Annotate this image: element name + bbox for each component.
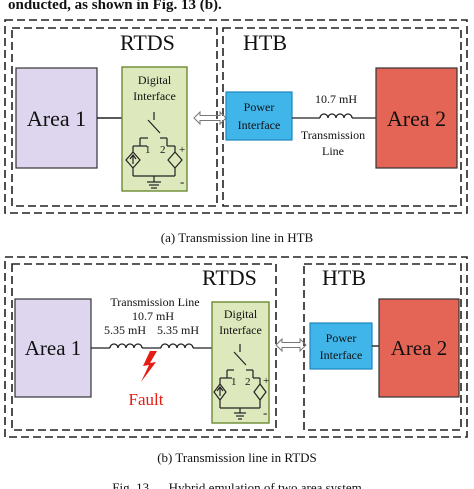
panel-b-plus-sign: + <box>263 375 269 387</box>
panel-a-power-interface-block <box>225 91 293 141</box>
panel-b-power-label-1: Power <box>326 331 357 345</box>
panel-a-power-label-1: Power <box>244 100 275 114</box>
panel-a-switch-circuit <box>125 112 183 189</box>
panel-a-digital-label-1: Digital <box>138 73 172 87</box>
panel-a-area2-block <box>375 67 458 169</box>
panel-a-interface-arrow-icon <box>193 110 227 126</box>
panel-b-caption: (b) Transmission line in RTDS <box>157 450 317 465</box>
panel-b-interface-arrow-icon <box>275 337 307 353</box>
panel-a-line-label-2: Line <box>322 144 344 158</box>
panel-a-htb-label: HTB <box>243 30 287 55</box>
panel-b-minus-sign: - <box>263 405 267 420</box>
panel-b-fault-label: Fault <box>129 390 164 409</box>
panel-b-rtds-box <box>11 263 277 431</box>
panel-a-line-label-1: Transmission <box>301 128 365 142</box>
panel-b-switch-pos-1: 1 <box>231 376 237 388</box>
panel-b-inductance-left: 5.35 mH <box>104 323 146 337</box>
panel-b-switch-pos-2: 2 <box>245 376 251 388</box>
panel-a-plus-sign: + <box>179 144 185 156</box>
panel-a-switch-pos-2: 2 <box>160 144 166 156</box>
panel-a-outer-frame <box>4 19 468 214</box>
panel-b-power-label-2: Interface <box>320 348 363 362</box>
figure-caption: Fig. 13. Hybrid emulation of two area sy… <box>112 480 362 489</box>
panel-b-rtds-label: RTDS <box>202 265 257 290</box>
panel-a-inductor-icon <box>292 113 376 119</box>
panel-b-digital-label-1: Digital <box>224 307 258 321</box>
panel-b-digital-label-2: Interface <box>219 323 262 337</box>
panel-b-fault-lightning-icon <box>141 351 157 382</box>
panel-a: RTDS HTB Area 1 Digital Interface <box>4 19 468 245</box>
panel-b-area2-label: Area 2 <box>391 336 448 360</box>
panel-b-inductors-icon <box>91 343 212 349</box>
panel-a-area2-label: Area 2 <box>387 106 446 131</box>
panel-b-htb-label: HTB <box>322 265 366 290</box>
panel-b-inductance-right: 5.35 mH <box>157 323 199 337</box>
panel-a-power-label-2: Interface <box>238 118 281 132</box>
panel-b-htb-box <box>303 263 462 431</box>
panel-a-digital-label-2: Interface <box>133 89 176 103</box>
panel-a-area1-label: Area 1 <box>27 106 86 131</box>
panel-b-area1-label: Area 1 <box>25 336 82 360</box>
panel-a-rtds-label: RTDS <box>120 30 175 55</box>
panel-a-htb-box <box>222 27 462 207</box>
panel-b-switch-circuit <box>213 344 267 420</box>
panel-b: RTDS HTB Area 1 Transmission Line 10.7 m… <box>4 256 468 465</box>
panel-a-inductance-label: 10.7 mH <box>315 92 357 106</box>
panel-b-area2-block <box>378 298 460 398</box>
panel-b-inductance-total: 10.7 mH <box>132 309 174 323</box>
panel-a-minus-sign: - <box>180 174 184 189</box>
panel-a-caption: (a) Transmission line in HTB <box>161 230 314 245</box>
panel-a-rtds-box <box>11 27 218 207</box>
top-text-fragment: onducted, as shown in Fig. 13 (b). <box>8 0 222 13</box>
panel-b-area1-block <box>14 298 92 398</box>
panel-a-switch-pos-1: 1 <box>145 144 151 156</box>
panel-a-area1-block <box>15 67 98 169</box>
panel-b-outer-frame <box>4 256 468 438</box>
panel-b-power-interface-block <box>309 322 373 370</box>
panel-b-line-label: Transmission Line <box>110 295 199 309</box>
